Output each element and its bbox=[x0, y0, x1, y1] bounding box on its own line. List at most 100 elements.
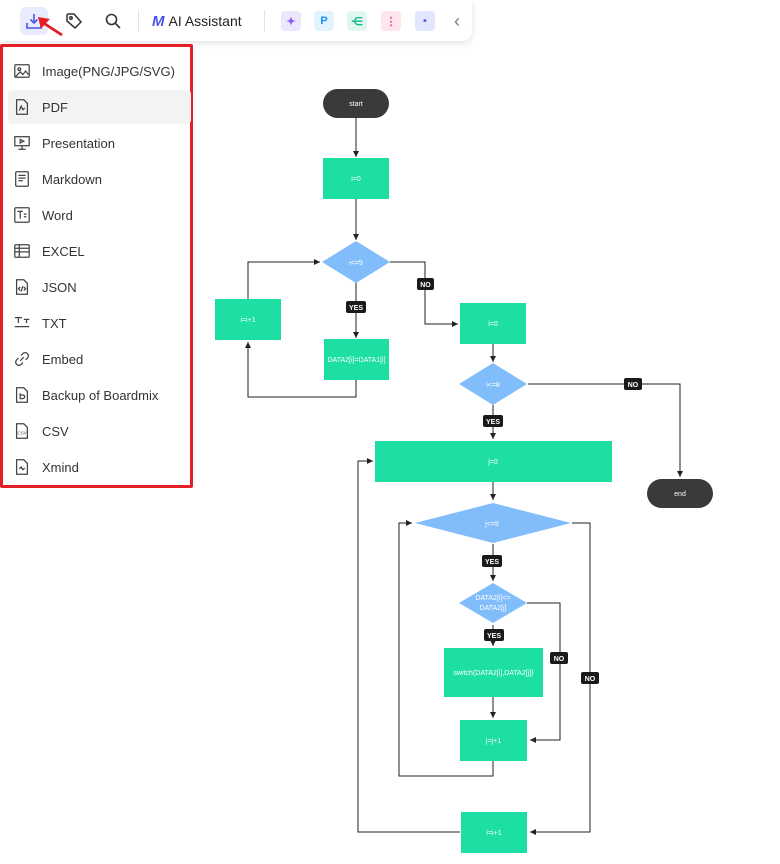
toolbar-divider bbox=[138, 10, 139, 32]
flow-node-j-inc[interactable]: j=j+1 bbox=[460, 720, 527, 761]
export-option-label: Presentation bbox=[42, 135, 115, 151]
export-option-label: Embed bbox=[42, 351, 84, 367]
tag-icon bbox=[66, 13, 83, 30]
ai-assistant-button[interactable]: M AI Assistant bbox=[152, 10, 242, 32]
export-option-label: Xmind bbox=[42, 459, 79, 475]
presentation-icon bbox=[12, 133, 32, 153]
search-icon bbox=[105, 13, 121, 29]
flow-node-init-i-2[interactable]: i=0 bbox=[460, 303, 526, 344]
toolbar-divider bbox=[264, 10, 265, 32]
presentation-app-icon[interactable]: P bbox=[314, 11, 334, 31]
flow-node-i-inc-2[interactable]: i=i+1 bbox=[461, 812, 527, 853]
chevron-left-icon: ‹ bbox=[454, 10, 460, 31]
badge-label: NO bbox=[585, 676, 596, 683]
tag-button[interactable] bbox=[60, 7, 88, 35]
node-label: i<=9 bbox=[349, 260, 363, 267]
export-option-label: Image(PNG/JPG/SVG) bbox=[42, 63, 175, 79]
export-option-xmind[interactable]: Xmind bbox=[8, 450, 191, 484]
export-option-label: EXCEL bbox=[42, 243, 85, 259]
json-icon bbox=[12, 277, 32, 297]
badge-label: YES bbox=[349, 305, 363, 312]
badge-label: YES bbox=[485, 559, 499, 566]
connector bbox=[398, 520, 494, 777]
node-label: start bbox=[349, 101, 363, 108]
node-label: i=0 bbox=[351, 176, 361, 183]
node-label: i=i+1 bbox=[240, 317, 255, 324]
red-pointer-arrow-icon bbox=[38, 17, 63, 36]
export-option-label: PDF bbox=[42, 99, 68, 115]
connector bbox=[390, 261, 458, 327]
excel-icon bbox=[12, 241, 32, 261]
collapse-toolbar-button[interactable]: ‹ bbox=[450, 10, 464, 32]
node-label: i=i+1 bbox=[486, 830, 501, 837]
boardmix-backup-icon bbox=[12, 385, 32, 405]
node-label: switch(DATA2[i],DATA2[j]) bbox=[454, 670, 534, 677]
flow-node-switch[interactable]: switch(DATA2[i],DATA2[j]) bbox=[444, 648, 543, 697]
markdown-icon bbox=[12, 169, 32, 189]
ai-assistant-label: AI Assistant bbox=[168, 13, 242, 29]
top-toolbar: M AI Assistant ‹ ✦ P ⋲ ⋮ ▪ bbox=[0, 0, 472, 41]
flow-decision-i-le-8[interactable]: i<=8 bbox=[459, 363, 527, 405]
node-label: DATA2[i]=DATA1[i] bbox=[327, 357, 385, 364]
export-option-excel[interactable]: EXCEL bbox=[8, 234, 191, 268]
flow-decision-compare[interactable]: DATA2[i]<= DATA2[j] bbox=[459, 583, 527, 623]
export-option-presentation[interactable]: Presentation bbox=[8, 126, 191, 160]
flow-node-start[interactable]: start bbox=[323, 89, 389, 118]
connector bbox=[357, 458, 460, 833]
export-option-txt[interactable]: TXT bbox=[8, 306, 191, 340]
flow-node-init-j[interactable]: j=0 bbox=[375, 441, 612, 482]
badge-yes: YES bbox=[483, 415, 503, 427]
word-icon bbox=[12, 205, 32, 225]
export-option-backup-of-boardmix[interactable]: Backup of Boardmix bbox=[8, 378, 191, 412]
node-label: DATA2[i]<= bbox=[475, 595, 510, 602]
pdf-file-icon bbox=[12, 97, 32, 117]
flow-decision-j-le-9[interactable]: j<=9 bbox=[415, 503, 571, 543]
badge-no: NO bbox=[624, 378, 642, 390]
export-option-label: Backup of Boardmix bbox=[42, 387, 159, 403]
ai-logo-icon: M bbox=[152, 12, 165, 30]
export-option-embed[interactable]: Embed bbox=[8, 342, 191, 376]
flow-node-end[interactable]: end bbox=[647, 479, 713, 508]
export-option-json[interactable]: JSON bbox=[8, 270, 191, 304]
badge-label: NO bbox=[420, 282, 431, 289]
export-option-image-png-jpg-svg[interactable]: Image(PNG/JPG/SVG) bbox=[8, 54, 191, 88]
export-option-markdown[interactable]: Markdown bbox=[8, 162, 191, 196]
chat-app-icon[interactable]: ▪ bbox=[415, 11, 435, 31]
badge-no: NO bbox=[550, 652, 568, 664]
node-label: i<=8 bbox=[486, 382, 500, 389]
flow-node-init-i[interactable]: i=0 bbox=[323, 158, 389, 199]
node-label: i=0 bbox=[488, 321, 498, 328]
export-option-word[interactable]: Word bbox=[8, 198, 191, 232]
connector bbox=[527, 602, 561, 743]
badge-label: NO bbox=[628, 382, 639, 389]
embed-link-icon bbox=[12, 349, 32, 369]
export-option-pdf[interactable]: PDF bbox=[8, 90, 191, 124]
svg-text:CSV: CSV bbox=[18, 431, 27, 436]
mindmap-app-icon[interactable]: ⋲ bbox=[347, 11, 367, 31]
badge-no: NO bbox=[581, 672, 599, 684]
node-label: DATA2[j] bbox=[480, 605, 507, 612]
flow-decision-i-le-9[interactable]: i<=9 bbox=[322, 241, 390, 283]
node-label: end bbox=[674, 491, 686, 498]
search-button[interactable] bbox=[99, 7, 127, 35]
connector bbox=[245, 342, 357, 398]
node-label: j=j+1 bbox=[485, 738, 501, 745]
badge-yes: YES bbox=[484, 629, 504, 641]
node-label: j<=9 bbox=[484, 521, 499, 528]
flow-node-i-inc-1[interactable]: i=i+1 bbox=[215, 299, 281, 340]
connectors bbox=[245, 118, 683, 835]
xmind-icon bbox=[12, 457, 32, 477]
badge-label: YES bbox=[487, 633, 501, 640]
export-option-label: TXT bbox=[42, 315, 67, 331]
badge-yes: YES bbox=[482, 555, 502, 567]
connector bbox=[528, 383, 683, 477]
image-gen-app-icon[interactable]: ✦ bbox=[281, 11, 301, 31]
flow-node-assign[interactable]: DATA2[i]=DATA1[i] bbox=[324, 339, 389, 380]
flow-app-icon[interactable]: ⋮ bbox=[381, 11, 401, 31]
badge-yes: YES bbox=[346, 301, 366, 313]
csv-icon: CSV bbox=[12, 421, 32, 441]
node-label: j=0 bbox=[487, 459, 498, 466]
